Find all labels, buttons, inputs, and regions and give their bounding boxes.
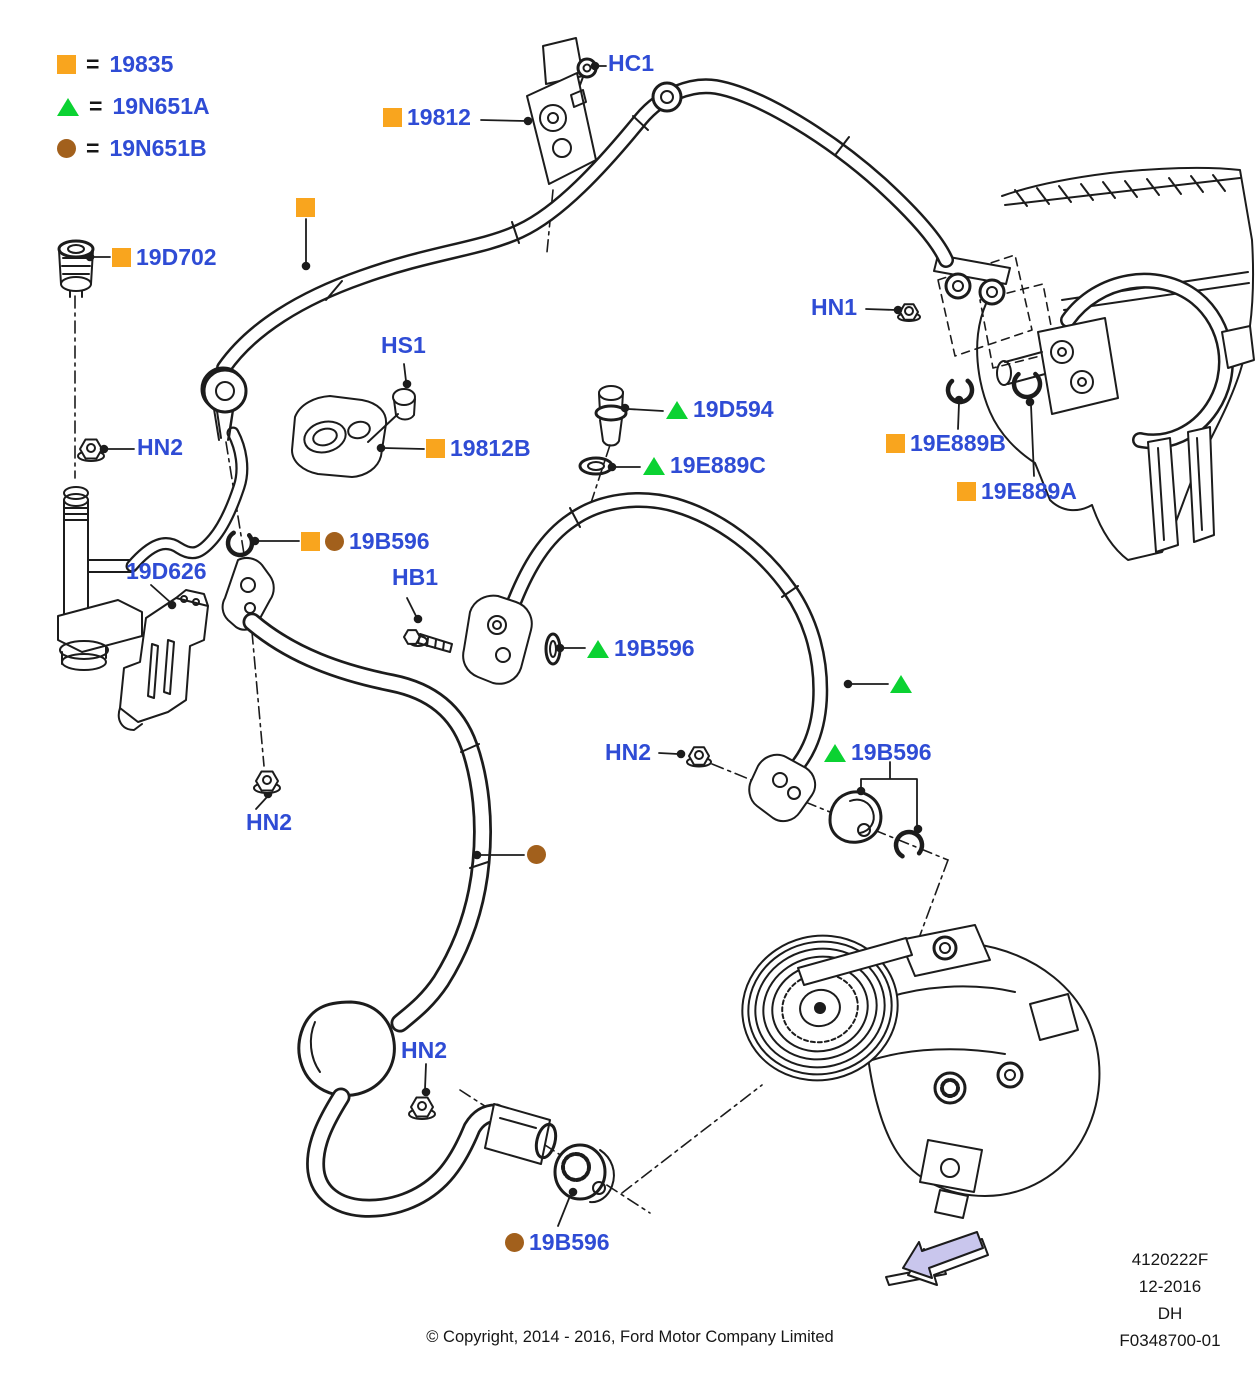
green-triangle-icon <box>666 400 688 419</box>
legend-code[interactable]: 19835 <box>109 51 174 77</box>
callout-hn2-4[interactable]: HN2 <box>401 1037 448 1063</box>
copyright-notice: © Copyright, 2014 - 2016, Ford Motor Com… <box>426 1328 834 1346</box>
orange-square-icon <box>426 439 445 458</box>
drawing-date: 12-2016 <box>1138 1277 1202 1296</box>
legend-item-19n651b: = 19N651B <box>57 137 207 160</box>
callout-hn1[interactable]: HN1 <box>811 294 858 320</box>
brown-circle-icon <box>57 139 76 158</box>
orange-square-icon <box>886 434 905 453</box>
orange-square-icon <box>296 198 315 217</box>
compressor-art <box>741 924 1101 1219</box>
green-triangle-icon <box>890 675 912 693</box>
marker-19n651a-triangle <box>890 675 912 693</box>
callout-19b596-triangle-mid[interactable]: 19B596 <box>587 637 695 660</box>
callout-19e889c[interactable]: 19E889C <box>643 454 766 477</box>
evaporator-unit-art <box>976 166 1255 561</box>
legend-code[interactable]: 19N651B <box>109 135 207 161</box>
callout-19e889b[interactable]: 19E889B <box>886 432 1006 455</box>
callout-19b596-triangle-right[interactable]: 19B596 <box>824 741 932 764</box>
callout-19d702[interactable]: 19D702 <box>112 246 217 269</box>
callout-19d626[interactable]: 19D626 <box>126 558 207 584</box>
legend-item-19n651a: = 19N651A <box>57 95 210 118</box>
orange-square-icon <box>57 55 76 74</box>
marker-19n651b-circle <box>527 845 546 864</box>
brown-circle-icon <box>505 1233 524 1252</box>
legend-item-19835: = 19835 <box>57 53 173 76</box>
legend-equals: = <box>89 93 103 119</box>
green-triangle-icon <box>587 639 609 658</box>
top-hose-art <box>200 37 954 441</box>
bracket-housing-art <box>291 388 416 478</box>
callout-hb1[interactable]: HB1 <box>392 564 439 590</box>
pressure-sensor-art <box>578 385 628 476</box>
callout-19d594[interactable]: 19D594 <box>666 398 774 421</box>
brown-circle-icon <box>527 845 546 864</box>
leader-lines <box>85 61 1035 1227</box>
drawing-number: 4120222F <box>1131 1250 1209 1269</box>
callout-hn2-2[interactable]: HN2 <box>605 739 652 765</box>
drawing-initials: DH <box>1157 1304 1183 1323</box>
green-triangle-icon <box>824 743 846 762</box>
orange-square-icon <box>301 532 320 551</box>
legend-code[interactable]: 19N651A <box>112 93 210 119</box>
orange-square-icon <box>957 482 976 501</box>
legend-equals: = <box>86 135 100 161</box>
callout-hc1[interactable]: HC1 <box>608 50 655 76</box>
brown-circle-icon <box>325 532 344 551</box>
callout-19812[interactable]: 19812 <box>383 106 471 129</box>
marker-19835-square <box>296 198 315 217</box>
callout-19b596-square-circle[interactable]: 19B596 <box>301 530 430 553</box>
callout-19812b[interactable]: 19812B <box>426 437 531 460</box>
figure-number: F0348700-01 <box>1119 1331 1221 1350</box>
callout-19b596-circle-bottom[interactable]: 19B596 <box>505 1231 610 1254</box>
callout-hn2-3[interactable]: HN2 <box>246 809 293 835</box>
orange-square-icon <box>112 248 131 267</box>
legend-equals: = <box>86 51 100 77</box>
green-triangle-icon <box>57 97 79 116</box>
orange-square-icon <box>383 108 402 127</box>
callout-hs1[interactable]: HS1 <box>381 332 426 358</box>
callout-hn2-1[interactable]: HN2 <box>137 434 184 460</box>
drawing-number-block: 4120222F 12-2016 DH F0348700-01 <box>1095 1246 1245 1354</box>
left-valve-assembly-art <box>57 239 275 731</box>
green-triangle-icon <box>643 456 665 475</box>
direction-arrow-icon <box>885 1231 989 1286</box>
long-hose-art <box>242 612 615 1218</box>
callout-19e889a[interactable]: 19E889A <box>957 480 1077 503</box>
